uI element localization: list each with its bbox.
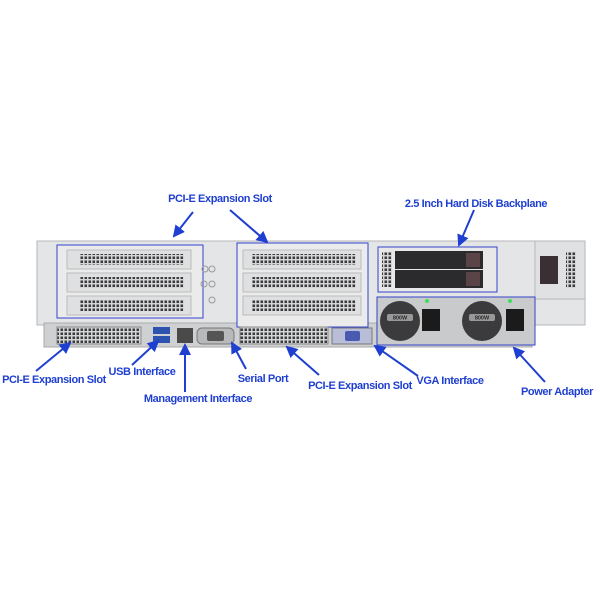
rear-io xyxy=(56,326,373,345)
psu-1: 800W xyxy=(380,299,440,341)
mounting-holes xyxy=(200,265,216,304)
status-module xyxy=(540,256,558,284)
label-pcie-bottom-left: PCI-E Expansion Slot xyxy=(2,374,107,386)
psu-2-rating: 800W xyxy=(475,316,490,322)
hdd-bay-1 xyxy=(395,251,483,269)
label-power: Power Adapter xyxy=(521,386,594,398)
label-pcie-top: PCI-E Expansion Slot xyxy=(168,193,273,205)
rj45-port xyxy=(177,328,193,343)
label-pcie-bottom-middle: PCI-E Expansion Slot xyxy=(308,380,413,392)
power-supplies: 800W 800W xyxy=(376,296,536,346)
hdd-backplane xyxy=(377,246,576,293)
pcie-slot-bottom-left xyxy=(56,326,142,345)
usb-port-1 xyxy=(153,327,170,334)
pcie-slot-bottom-middle xyxy=(239,326,329,345)
label-vga: VGA Interface xyxy=(416,375,483,387)
pcie-riser-middle xyxy=(236,242,369,328)
label-management: Management Interface xyxy=(144,393,252,405)
pcie-riser-left xyxy=(56,244,204,319)
label-usb: USB Interface xyxy=(109,366,176,378)
label-serial: Serial Port xyxy=(238,373,289,385)
psu-2: 800W xyxy=(462,299,524,341)
label-hdd-backplane: 2.5 Inch Hard Disk Backplane xyxy=(405,198,548,210)
usb-port-2 xyxy=(153,336,170,343)
annotation-arrows xyxy=(35,209,546,392)
hdd-bay-2 xyxy=(395,270,483,288)
psu-1-rating: 800W xyxy=(393,316,408,322)
